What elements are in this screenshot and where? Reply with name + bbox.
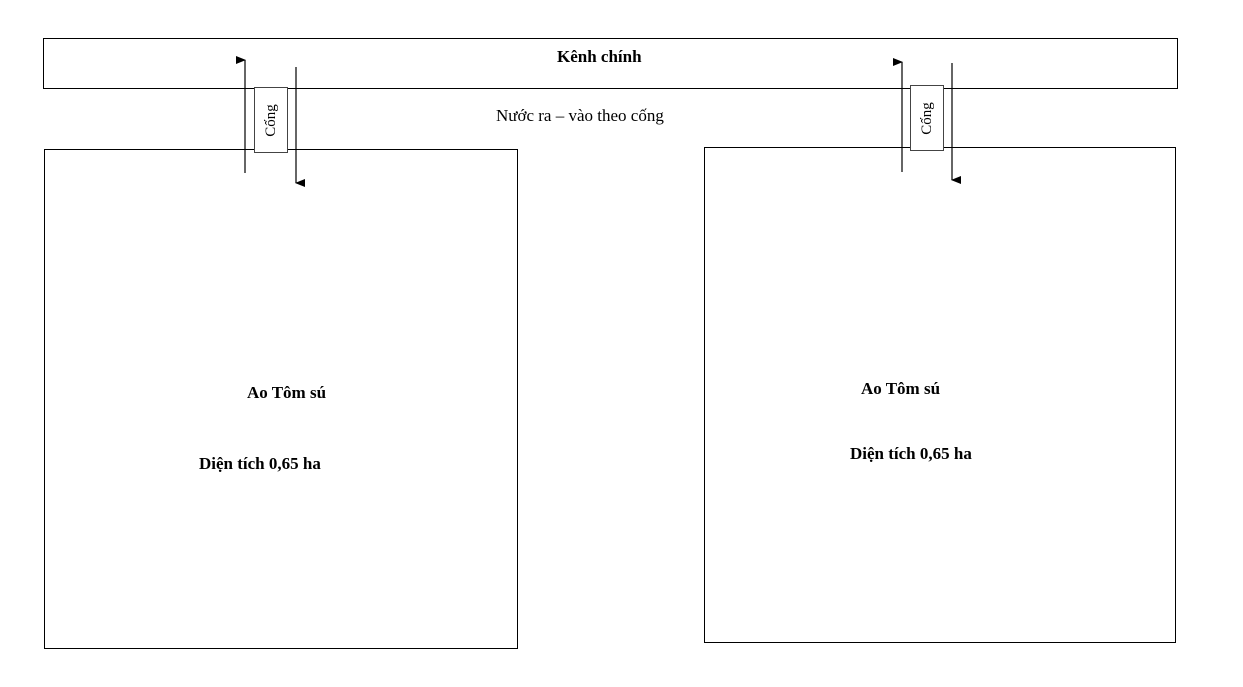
gate-right: Cống [910,85,944,151]
gate-left: Cống [254,87,288,153]
pond-right [704,147,1176,643]
flow-label: Nước ra – vào theo cống [496,106,664,125]
gate-left-label: Cống [262,103,279,137]
pond-right-area: Diện tích 0,65 ha [850,444,972,463]
gate-right-label: Cống [918,101,935,135]
pond-left [44,149,518,649]
main-channel [43,38,1178,89]
pond-left-name: Ao Tôm sú [247,383,327,402]
pond-left-area: Diện tích 0,65 ha [199,454,321,473]
pond-right-name: Ao Tôm sú [861,379,941,398]
main-channel-label: Kênh chính [557,47,642,66]
